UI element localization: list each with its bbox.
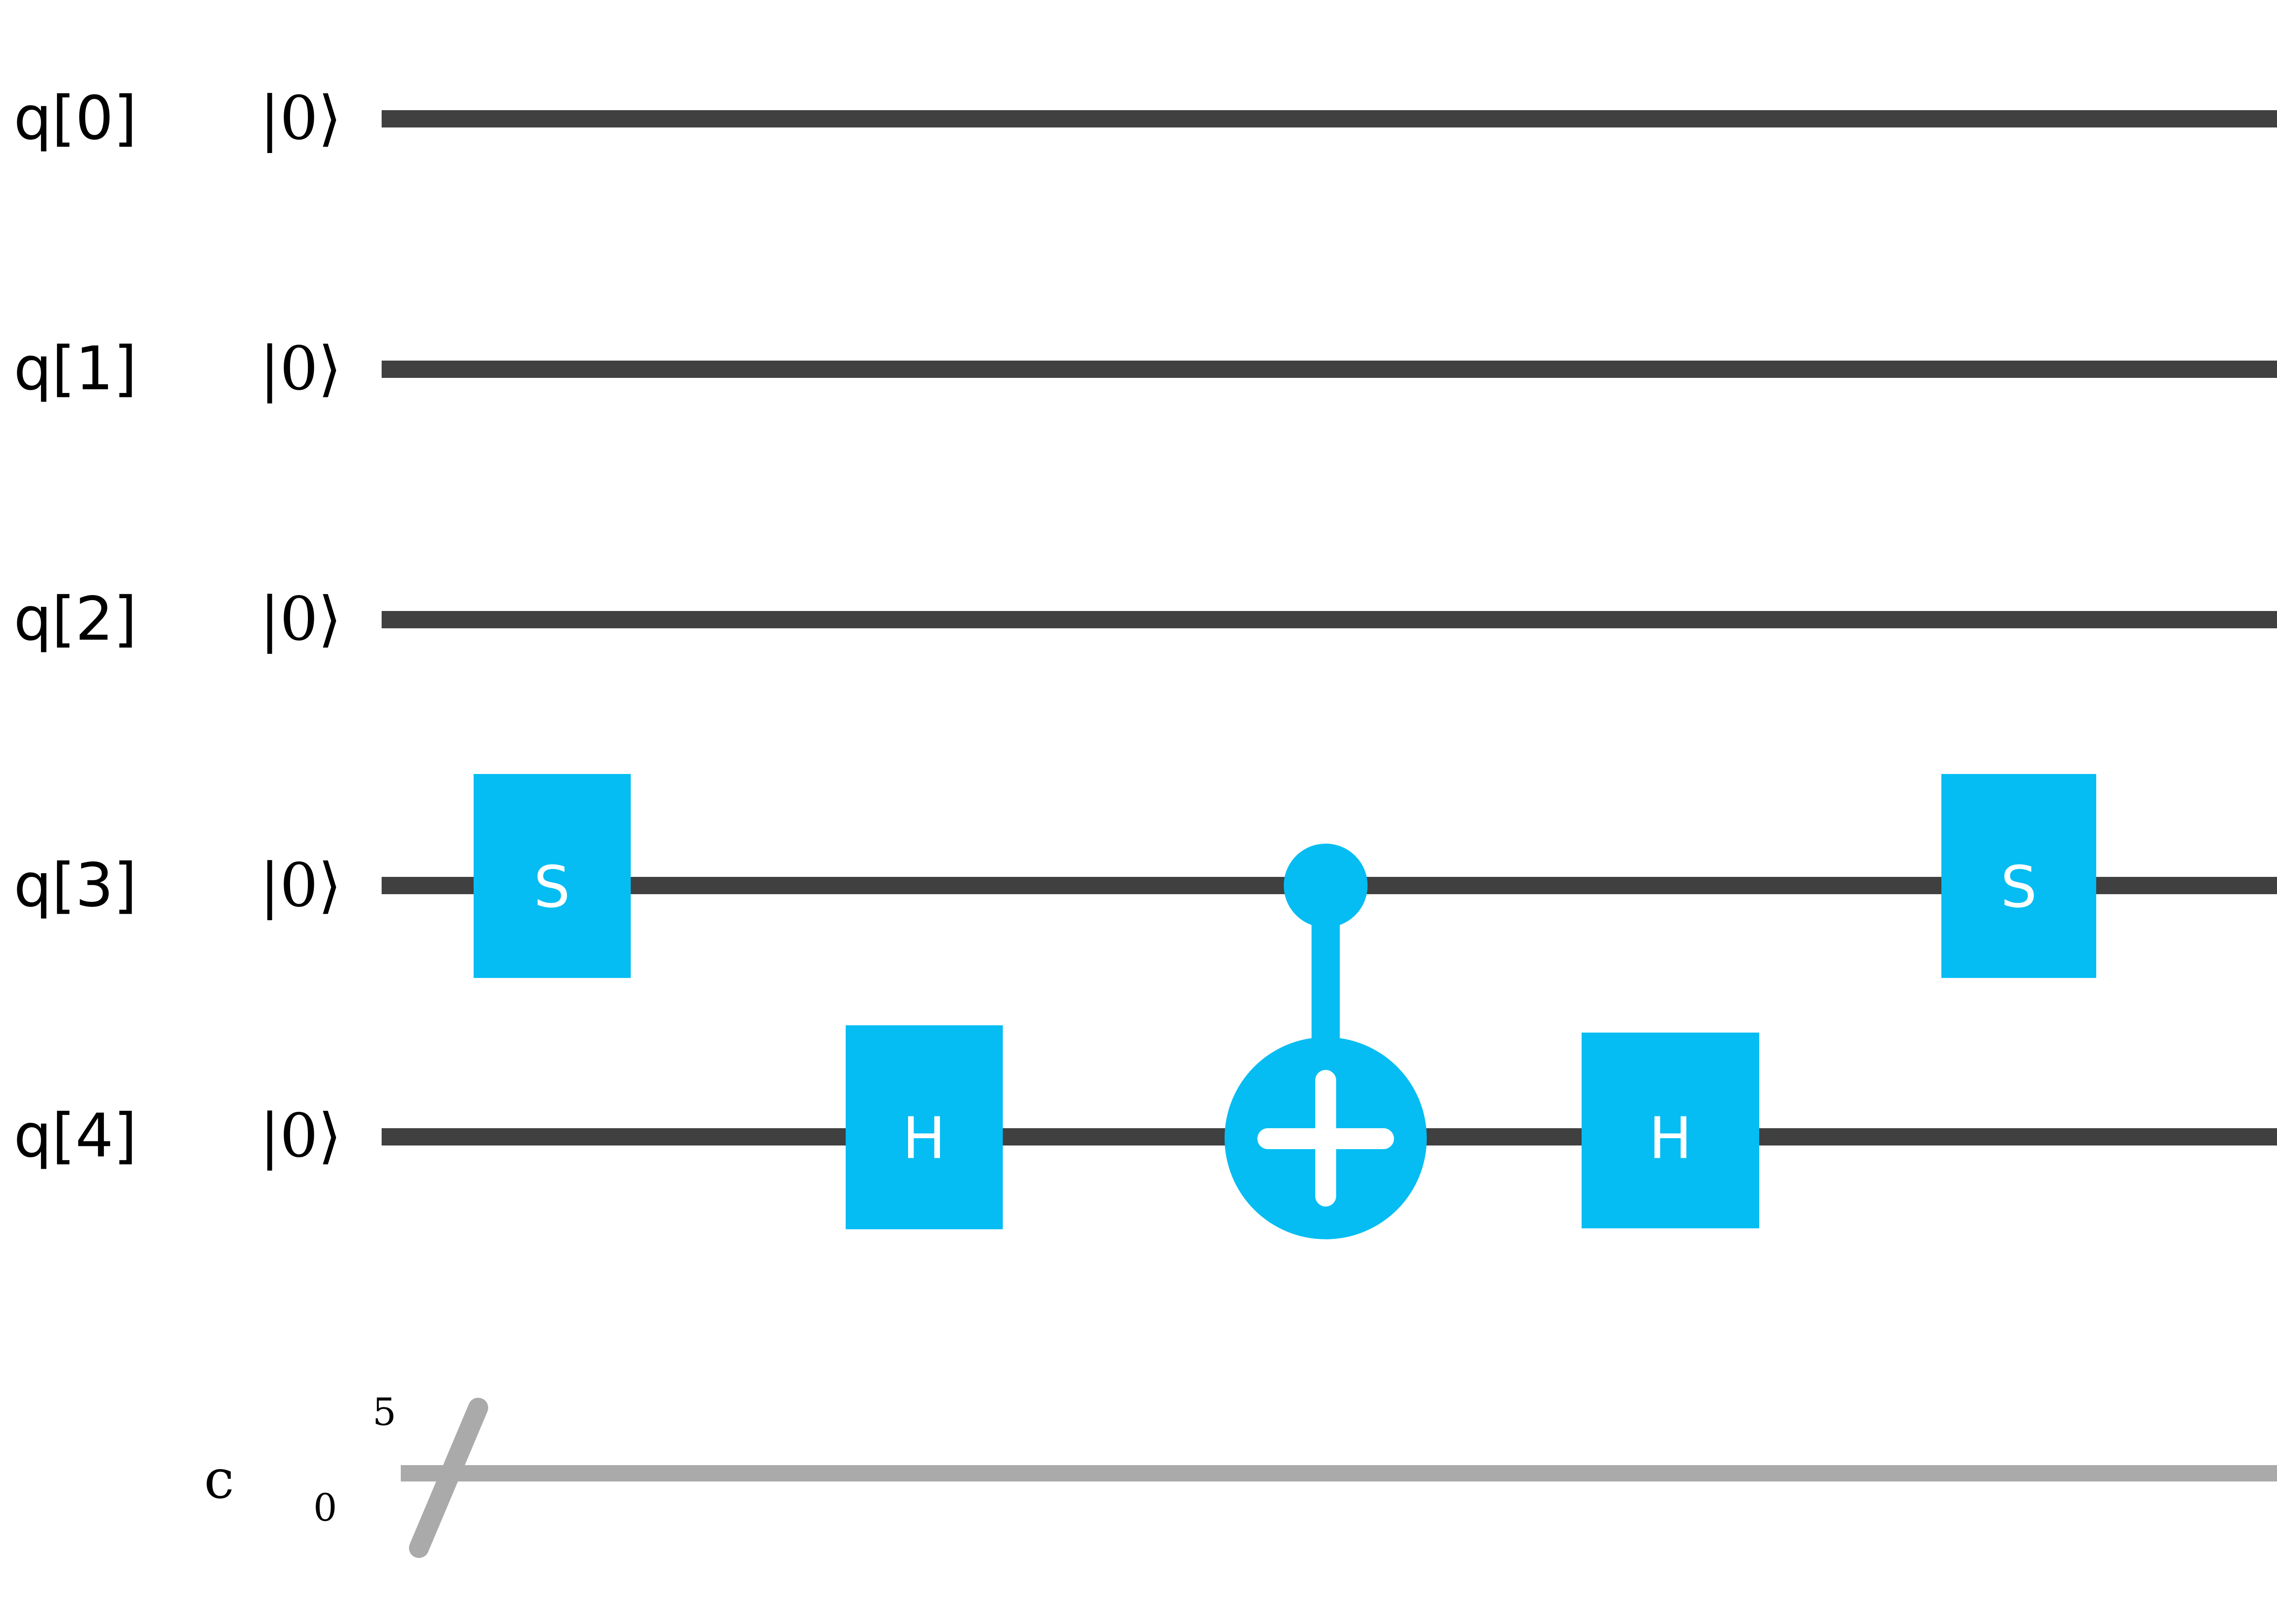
qubit-ket-q2: |0⟩ [260,584,342,654]
gate-h1-box[interactable] [846,1025,1003,1229]
gate-cnot[interactable] [1225,844,1427,1239]
gate-s1-box[interactable] [474,774,631,978]
wire-q2 [382,611,2277,628]
gate-s2-box[interactable] [1941,774,2096,978]
qubit-label-q2: q[2] [14,584,137,654]
gate-s2[interactable]: S [1941,774,2096,978]
classical-register-label: c 0 5 [204,1391,396,1530]
classical-wire-group [401,1398,2277,1558]
gate-h2[interactable]: H [1582,1033,1759,1228]
gate-h2-label: H [1649,1105,1692,1172]
creg-subscript: 0 [313,1487,337,1530]
qubit-label-q0: q[0] [14,83,137,153]
gate-h1[interactable]: H [846,1025,1003,1229]
gate-h1-label: H [903,1105,946,1172]
qubit-ket-q0: |0⟩ [260,83,342,153]
control-dot-icon[interactable] [1284,844,1368,927]
qubit-label-q3: q[3] [14,850,137,921]
qubit-ket-q4: |0⟩ [260,1101,342,1171]
wire-classical [401,1465,2277,1481]
creg-width: 5 [373,1391,396,1434]
gate-s1[interactable]: S [474,774,631,978]
cnot-target-plus-v [1315,1070,1336,1207]
qubit-label-q1: q[1] [14,334,137,404]
gate-s1-label: S [534,854,570,921]
gate-s2-label: S [2001,854,2037,921]
register-slash-icon [409,1398,488,1558]
gate-h2-box[interactable] [1582,1033,1759,1228]
wire-q1 [382,361,2277,378]
creg-name: c [204,1448,234,1511]
wire-q0 [382,110,2277,127]
qubit-label-q4: q[4] [14,1101,137,1171]
qubit-ket-q3: |0⟩ [260,850,342,921]
qubit-labels: q[0] |0⟩ q[1] |0⟩ q[2] |0⟩ q[3] |0⟩ q[4]… [14,83,342,1171]
qubit-ket-q1: |0⟩ [260,334,342,404]
